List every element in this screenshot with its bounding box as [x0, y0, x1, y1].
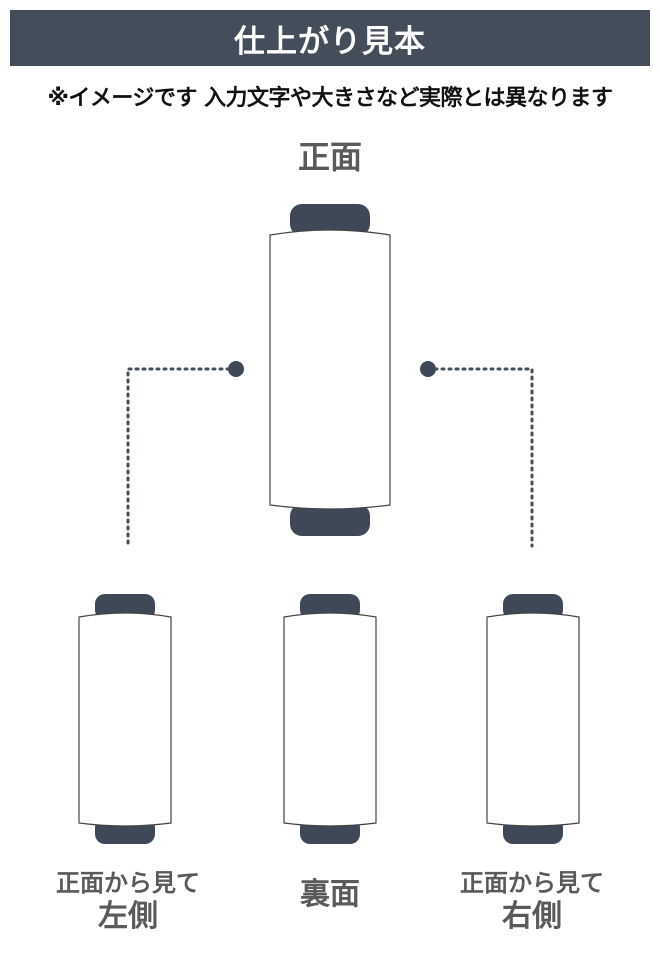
label-left-line2: 左側: [98, 899, 158, 934]
connector-left: [126, 361, 244, 548]
header-title: 仕上がり見本: [234, 23, 426, 60]
spool-back-icon: [283, 594, 377, 844]
label-right-line2: 右側: [502, 899, 562, 934]
spool-left-icon: [78, 594, 172, 844]
disclaimer-notice: ※イメージです 入力文字や大きさなど実際とは異なります: [47, 86, 613, 111]
spool-right-icon: [486, 594, 580, 844]
label-back-side: 裏面: [230, 876, 430, 914]
connector-right: [420, 361, 534, 548]
label-right-line1: 正面から見て: [460, 869, 604, 897]
label-left-line1: 正面から見て: [56, 869, 200, 897]
spool-front-icon: [269, 204, 391, 536]
label-right-side: 正面から見て 右側: [432, 868, 632, 936]
label-left-side: 正面から見て 左側: [28, 868, 228, 936]
label-back-text: 裏面: [300, 877, 360, 912]
label-front: 正面: [297, 138, 362, 176]
header-banner: 仕上がり見本: [10, 10, 650, 66]
